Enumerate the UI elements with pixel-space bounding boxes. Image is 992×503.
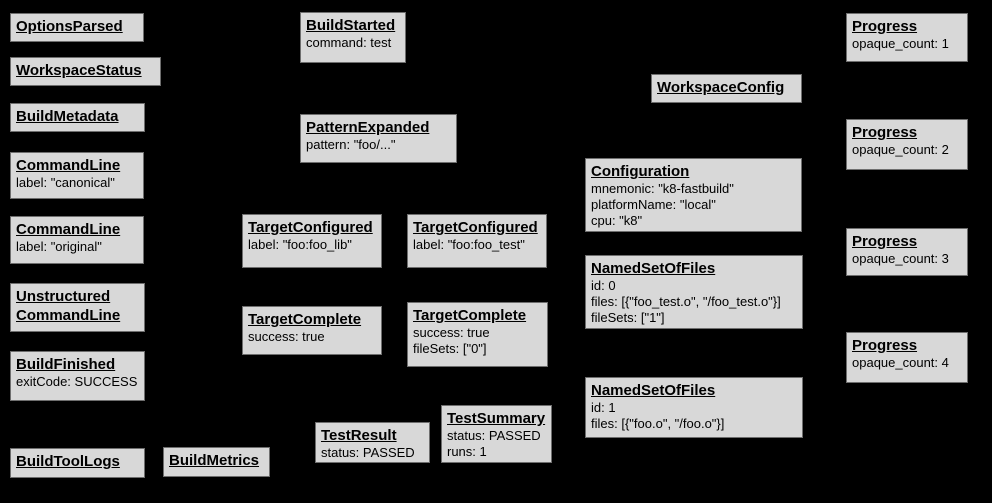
event-title: Progress (852, 124, 918, 141)
event-box-workspace-config: WorkspaceConfig (651, 74, 802, 103)
event-field: fileSets: ["1"] (591, 310, 665, 325)
event-title: Progress (852, 18, 918, 35)
event-field: label: "foo:foo_lib" (248, 237, 352, 252)
event-title: OptionsParsed (16, 18, 123, 35)
event-title: CommandLine (16, 157, 121, 174)
event-field: pattern: "foo/..." (306, 137, 396, 152)
event-field: opaque_count: 3 (852, 251, 949, 266)
event-title: TargetComplete (248, 311, 362, 328)
event-field: opaque_count: 4 (852, 355, 949, 370)
event-box-unstructured-command-line: Unstructured CommandLine (10, 283, 145, 332)
event-field: label: "original" (16, 239, 102, 254)
event-box-named-set-of-files-1: NamedSetOfFiles id: 1 files: [{"foo.o", … (585, 377, 803, 438)
event-field: command: test (306, 35, 392, 50)
event-title: NamedSetOfFiles (591, 382, 716, 399)
event-title: Configuration (591, 163, 690, 180)
event-title: Progress (852, 233, 918, 250)
event-box-build-metrics: BuildMetrics (163, 447, 270, 477)
event-title: Unstructured CommandLine (16, 288, 121, 324)
event-title: BuildFinished (16, 356, 116, 373)
event-field: exitCode: SUCCESS (16, 374, 138, 389)
event-title: BuildStarted (306, 17, 396, 34)
event-field: status: PASSED (447, 428, 541, 443)
event-box-progress-3: Progress opaque_count: 3 (846, 228, 968, 276)
event-field: platformName: "local" (591, 197, 716, 212)
event-box-build-finished: BuildFinished exitCode: SUCCESS (10, 351, 145, 401)
event-field: success: true (248, 329, 325, 344)
event-field: label: "canonical" (16, 175, 115, 190)
event-box-pattern-expanded: PatternExpanded pattern: "foo/..." (300, 114, 457, 163)
event-box-test-result: TestResult status: PASSED (315, 422, 430, 463)
event-field: opaque_count: 2 (852, 142, 949, 157)
event-field: files: [{"foo_test.o", "/foo_test.o"}] (591, 294, 781, 309)
event-box-workspace-status: WorkspaceStatus (10, 57, 161, 86)
event-title: TestSummary (447, 410, 546, 427)
event-title: BuildMetrics (169, 452, 260, 469)
event-box-build-metadata: BuildMetadata (10, 103, 145, 132)
event-title: PatternExpanded (306, 119, 430, 136)
event-title: BuildMetadata (16, 108, 119, 125)
event-box-target-complete-foo-test: TargetComplete success: true fileSets: [… (407, 302, 548, 367)
event-title: TargetComplete (413, 307, 527, 324)
event-field: mnemonic: "k8-fastbuild" (591, 181, 734, 196)
event-box-target-configured-foo-test: TargetConfigured label: "foo:foo_test" (407, 214, 547, 268)
event-title: WorkspaceConfig (657, 79, 785, 96)
event-field: status: PASSED (321, 445, 415, 460)
event-title: CommandLine (16, 221, 121, 238)
event-box-progress-2: Progress opaque_count: 2 (846, 119, 968, 170)
event-field: cpu: "k8" (591, 213, 643, 228)
event-field: runs: 1 (447, 444, 487, 459)
event-field: label: "foo:foo_test" (413, 237, 525, 252)
event-box-command-line-canonical: CommandLine label: "canonical" (10, 152, 144, 199)
event-box-target-configured-foo-lib: TargetConfigured label: "foo:foo_lib" (242, 214, 382, 268)
event-field: id: 0 (591, 278, 616, 293)
event-box-build-started: BuildStarted command: test (300, 12, 406, 63)
event-field: success: true (413, 325, 490, 340)
event-title: WorkspaceStatus (16, 62, 142, 79)
event-box-test-summary: TestSummary status: PASSED runs: 1 (441, 405, 552, 463)
event-title: NamedSetOfFiles (591, 260, 716, 277)
event-field: files: [{"foo.o", "/foo.o"}] (591, 416, 725, 431)
event-box-target-complete-foo-lib: TargetComplete success: true (242, 306, 382, 355)
event-box-named-set-of-files-0: NamedSetOfFiles id: 0 files: [{"foo_test… (585, 255, 803, 329)
event-title: BuildToolLogs (16, 453, 120, 470)
event-box-progress-4: Progress opaque_count: 4 (846, 332, 968, 383)
event-box-build-tool-logs: BuildToolLogs (10, 448, 145, 478)
event-field: id: 1 (591, 400, 616, 415)
event-box-options-parsed: OptionsParsed (10, 13, 144, 42)
event-title: TestResult (321, 427, 397, 444)
event-box-progress-1: Progress opaque_count: 1 (846, 13, 968, 62)
event-field: fileSets: ["0"] (413, 341, 487, 356)
event-title: Progress (852, 337, 918, 354)
event-title: TargetConfigured (413, 219, 538, 236)
event-box-command-line-original: CommandLine label: "original" (10, 216, 144, 264)
event-box-configuration: Configuration mnemonic: "k8-fastbuild" p… (585, 158, 802, 232)
event-title: TargetConfigured (248, 219, 373, 236)
event-field: opaque_count: 1 (852, 36, 949, 51)
